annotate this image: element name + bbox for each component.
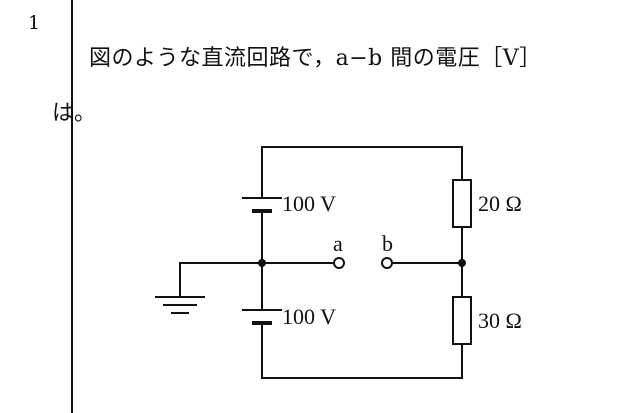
junction-left [258,259,266,267]
question-text-line-2: は。 [52,101,97,126]
resistor-top [452,179,472,228]
question-text-line-1: 図のような直流回路で，a−b 間の電圧［V］ [89,46,542,71]
resistor-top-label: 20 Ω [478,191,522,216]
terminal-a [333,257,345,269]
junction-right [458,259,466,267]
terminal-b-label: b [382,231,393,256]
margin-divider [71,0,73,413]
terminal-a-label: a [333,231,343,256]
battery-top-label: 100 V [282,191,336,216]
battery-top [242,197,282,213]
terminal-b [381,257,393,269]
ground-symbol [155,296,205,314]
battery-bottom [242,309,282,325]
resistor-bottom [452,296,472,345]
question-number: 1 [28,12,41,34]
resistor-bottom-label: 30 Ω [478,308,522,333]
battery-bottom-label: 100 V [282,304,336,329]
